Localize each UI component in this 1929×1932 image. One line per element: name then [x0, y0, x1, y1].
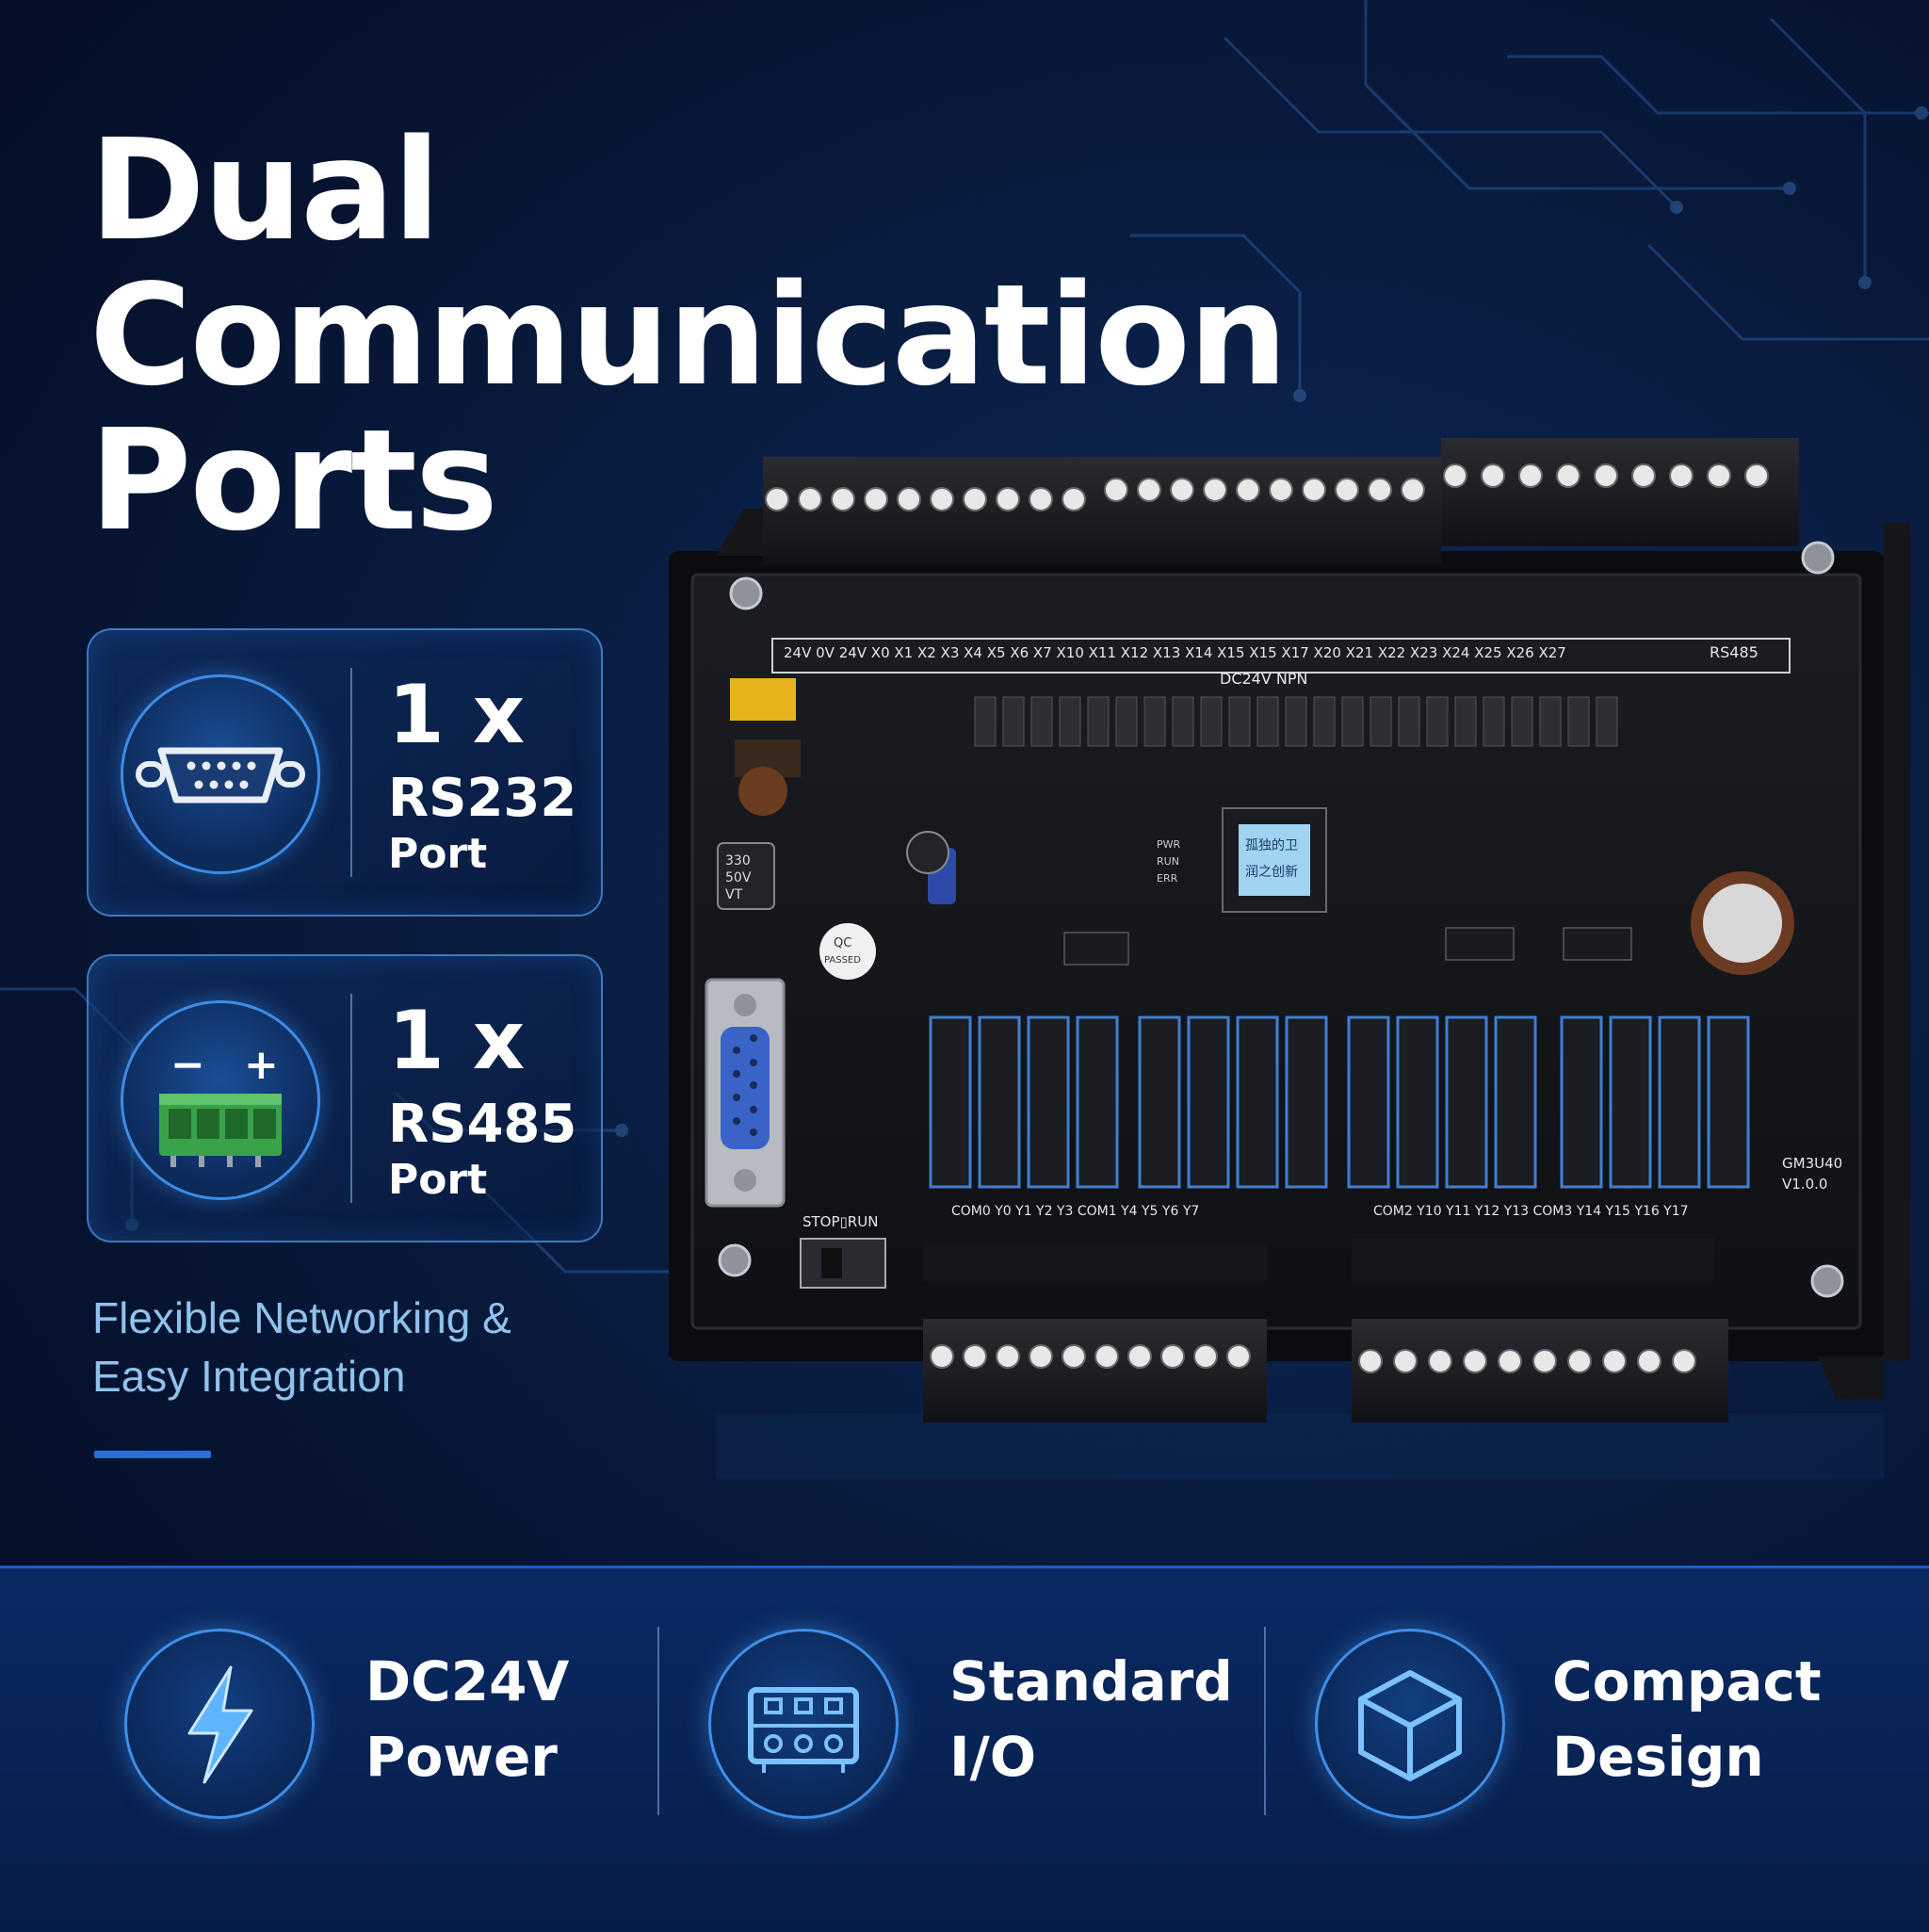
tagline: Flexible Networking & Easy Integration [92, 1289, 511, 1405]
io-module-icon [708, 1629, 899, 1819]
feature-label-line2: Power [365, 1725, 558, 1789]
feature-label-line1: DC24V [365, 1649, 570, 1713]
lightning-bolt-icon [124, 1629, 315, 1819]
feature-label-line1: Standard [949, 1649, 1233, 1713]
port-count: 1 x [388, 668, 526, 762]
feature-separator [657, 1627, 659, 1815]
terminal-block-icon: − + [121, 1000, 320, 1200]
feature-io: Standard I/O [659, 1568, 1266, 1932]
headline: Dual Communication Ports [89, 109, 1288, 561]
model-label: GM3U40 [1782, 1155, 1842, 1172]
feature-footer: DC24V Power Standard I/O [0, 1566, 1929, 1932]
chip-label: 润之创新 [1245, 865, 1298, 880]
headline-line-1: Dual [89, 109, 441, 271]
capacitor-label: 330 [725, 853, 751, 869]
led-label-pwr: PWR [1157, 838, 1181, 851]
qc-sticker-text: QC [834, 936, 851, 950]
capacitor-label: 50V [725, 870, 752, 885]
feature-separator [1264, 1627, 1266, 1815]
polarity-minus: − [170, 1041, 205, 1089]
input-header-label: DC24V NPN [1220, 670, 1307, 688]
port-name: RS232 [388, 768, 577, 829]
feature-label: Standard I/O [949, 1644, 1233, 1794]
capacitor-label: VT [725, 887, 743, 902]
feature-label-line2: Design [1552, 1725, 1764, 1789]
cube-icon [1315, 1629, 1505, 1819]
chip-label: 孤独的卫 [1245, 838, 1298, 853]
headline-line-3: Ports [89, 399, 498, 561]
feature-label: Compact Design [1552, 1644, 1822, 1794]
circuit-trace-background [0, 0, 1929, 1278]
db9-connector-icon [121, 674, 320, 874]
headline-line-2: Communication [89, 254, 1288, 416]
feature-power: DC24V Power [0, 1568, 659, 1932]
feature-label-line2: I/O [949, 1725, 1037, 1789]
card-divider [350, 994, 352, 1203]
feature-label-line1: Compact [1552, 1649, 1822, 1713]
accent-bar [94, 1451, 211, 1458]
feature-label: DC24V Power [365, 1644, 569, 1794]
polarity-plus: + [244, 1041, 279, 1089]
port-name: RS485 [388, 1094, 577, 1155]
input-terminal-labels: 24V 0V 24V X0 X1 X2 X3 X4 X5 X6 X7 X10 X… [784, 644, 1566, 661]
tagline-line-2: Easy Integration [92, 1352, 406, 1401]
plc-board-image: 24V 0V 24V X0 X1 X2 X3 X4 X5 X6 X7 X10 X… [669, 438, 1910, 1479]
rs485-board-label: RS485 [1710, 643, 1759, 661]
run-stop-label: STOP▯RUN [802, 1213, 878, 1230]
feature-compact: Compact Design [1266, 1568, 1929, 1932]
led-label-run: RUN [1157, 855, 1179, 868]
port-word: Port [388, 830, 488, 878]
qc-sticker-text: PASSED [824, 955, 861, 966]
card-divider [350, 668, 352, 877]
led-label-err: ERR [1157, 872, 1178, 885]
tagline-line-1: Flexible Networking & [92, 1293, 511, 1342]
rs232-port-card: 1 x RS232 Port [87, 628, 603, 917]
version-label: V1.0.0 [1782, 1176, 1827, 1193]
output-labels-right: COM2 Y10 Y11 Y12 Y13 COM3 Y14 Y15 Y16 Y1… [1373, 1204, 1689, 1219]
output-labels-left: COM0 Y0 Y1 Y2 Y3 COM1 Y4 Y5 Y6 Y7 [951, 1204, 1199, 1219]
port-count: 1 x [388, 994, 526, 1088]
rs485-port-card: − + 1 x RS485 Port [87, 954, 603, 1242]
port-word: Port [388, 1156, 488, 1204]
